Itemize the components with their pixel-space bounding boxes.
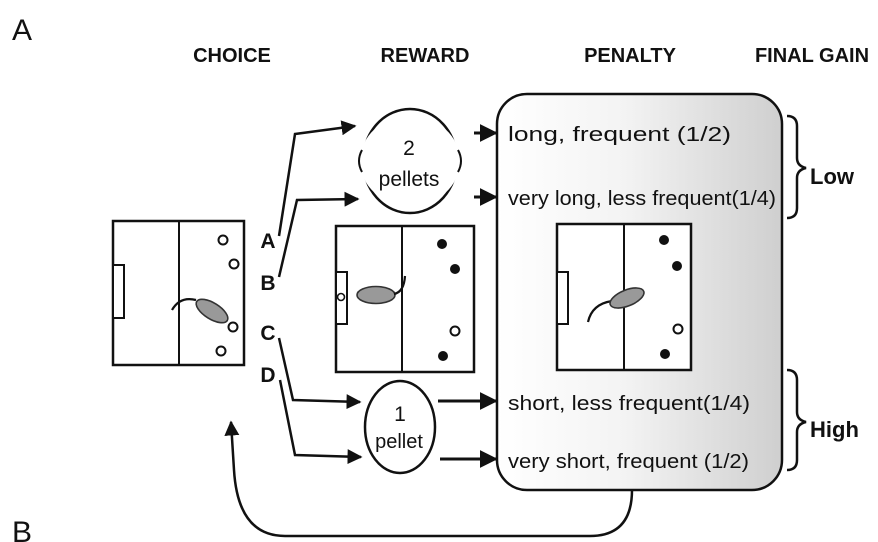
hole-filled — [437, 239, 447, 249]
option-label-d: D — [260, 364, 275, 387]
brace-low — [786, 114, 807, 220]
hole-filled — [659, 235, 669, 245]
maze-choice — [111, 219, 246, 367]
option-label-b: B — [260, 272, 275, 295]
hole-empty — [217, 234, 229, 246]
rat-icon — [171, 298, 229, 324]
penalty-text-1: long, frequent (1/2) — [508, 124, 731, 146]
reward-small-shape — [363, 379, 437, 475]
maze-reward — [334, 224, 476, 374]
penalty-text-4: very short, frequent (1/2) — [508, 451, 749, 473]
hole-empty — [227, 321, 239, 333]
reward-small-unit: pellet — [375, 431, 423, 453]
hole-empty — [449, 325, 461, 337]
gain-low: Low — [810, 164, 855, 189]
rat-icon — [586, 287, 645, 323]
hole-empty — [215, 345, 227, 357]
header-final-gain: FINAL GAIN — [755, 45, 869, 67]
hole-filled — [450, 264, 460, 274]
reward-large-unit: pellets — [379, 168, 440, 191]
panel-label-b: B — [12, 516, 32, 542]
arrow-b-to-large-reward — [277, 191, 360, 278]
reward-large-shape — [358, 107, 462, 215]
reward-small-number: 1 — [394, 403, 406, 426]
penalty-text-2: very long, less frequent(1/4) — [508, 188, 776, 210]
hole-empty — [336, 292, 346, 302]
brace-high — [786, 368, 807, 472]
maze-penalty — [555, 222, 693, 372]
option-label-c: C — [260, 322, 275, 345]
arrow-a-to-large-reward — [277, 120, 357, 237]
panel-label-a: A — [12, 14, 32, 47]
hole-filled — [660, 349, 670, 359]
rat-icon — [356, 275, 407, 305]
hole-filled — [438, 351, 448, 361]
gain-high: High — [810, 417, 859, 442]
hole-empty — [672, 323, 684, 335]
hole-empty — [228, 258, 240, 270]
feedback-loop-arrow — [224, 420, 634, 538]
header-penalty: PENALTY — [584, 45, 677, 67]
arrow-d-to-small-reward — [278, 379, 363, 465]
header-reward: REWARD — [381, 45, 470, 67]
arrow-c-to-small-reward — [277, 337, 362, 410]
header-choice: CHOICE — [193, 45, 271, 67]
hole-filled — [672, 261, 682, 271]
option-label-a: A — [260, 230, 275, 253]
reward-large-number: 2 — [403, 137, 415, 160]
penalty-text-3: short, less frequent(1/4) — [508, 393, 750, 415]
